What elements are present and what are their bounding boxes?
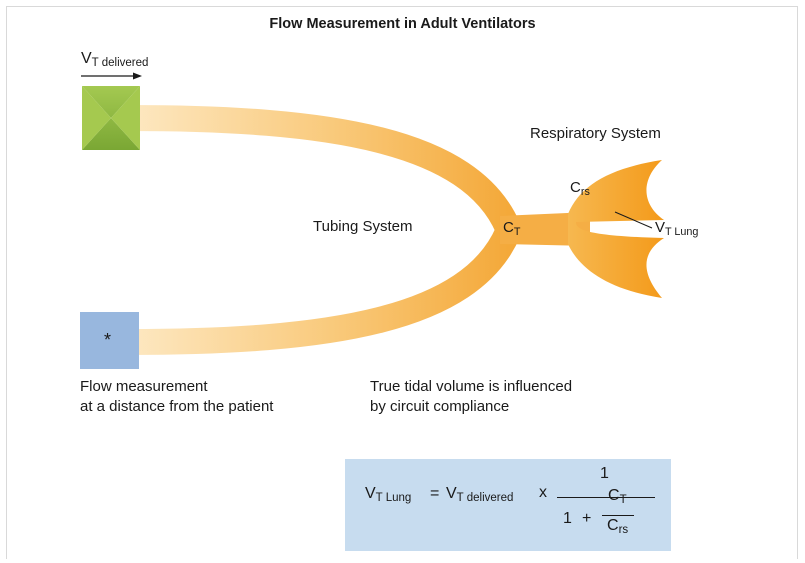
formula-vt-lung: VT Lung <box>365 485 412 505</box>
formula-times: x <box>539 484 547 501</box>
formula-ct: CT <box>608 487 627 507</box>
y-connector <box>500 212 590 246</box>
formula-den-one: 1 <box>563 510 572 527</box>
formula-numerator: 1 <box>600 465 609 482</box>
formula-equals: = <box>430 485 440 502</box>
vt-delivered-label: VT delivered <box>81 50 149 70</box>
valve-right <box>111 86 140 150</box>
formula-vt-delivered: VT delivered <box>446 485 514 505</box>
inner-fraction-bar <box>602 515 634 516</box>
arrow-head <box>133 72 142 80</box>
lower-tube <box>127 226 520 355</box>
fraction-bar <box>557 497 655 498</box>
vt-lung-pointer <box>614 211 653 229</box>
ct-label: CT <box>503 219 521 239</box>
flow-measurement-description: Flow measurement at a distance from the … <box>80 378 274 415</box>
sensor-asterisk: * <box>104 330 112 350</box>
tidal-volume-description: True tidal volume is influenced by circu… <box>370 378 573 415</box>
tubing-system-label: Tubing System <box>313 218 413 235</box>
lung-shape <box>568 160 664 298</box>
diagram-title: Flow Measurement in Adult Ventilators <box>269 16 536 32</box>
flow-sensor-icon <box>80 312 139 369</box>
formula-box: VT Lung = VT delivered x 1 1 + CT Crs <box>345 459 671 551</box>
formula-crs: Crs <box>607 517 629 537</box>
figure-frame <box>6 6 798 559</box>
vt-lung-label: VT Lung <box>655 219 699 239</box>
formula-den-plus: + <box>582 510 592 527</box>
valve-left <box>82 86 111 150</box>
crs-label: Crs <box>570 179 590 199</box>
upper-tube <box>127 105 520 234</box>
respiratory-system-label: Respiratory System <box>530 125 661 142</box>
